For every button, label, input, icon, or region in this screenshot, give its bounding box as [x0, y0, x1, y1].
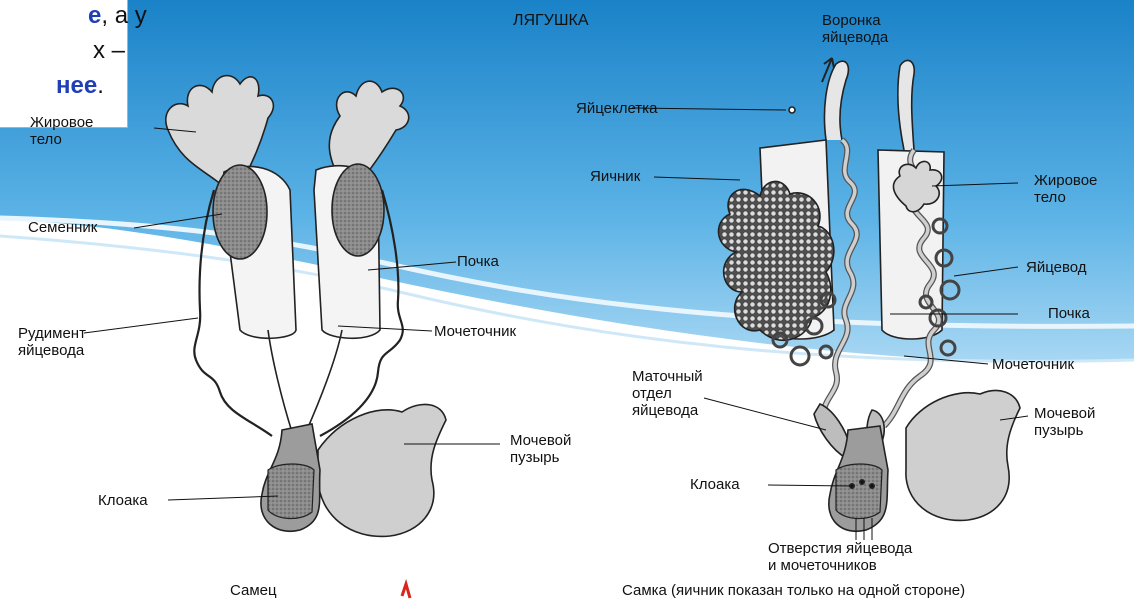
- male-label-kidney: Почка: [457, 253, 499, 270]
- female-bladder: [906, 390, 1020, 520]
- snippet-line1-dark: , а у: [101, 2, 146, 29]
- male-label-ureter: Мочеточник: [434, 323, 516, 340]
- female-label-ureter: Мочеточник: [992, 356, 1074, 373]
- snippet-line1-blue: е: [88, 2, 101, 29]
- snippet-line2-dark: х –: [93, 37, 125, 64]
- female-label-uterus: Маточный отдел яйцевода: [632, 368, 703, 419]
- diagram-title: ЛЯГУШКА: [513, 12, 589, 29]
- male-label-bladder: Мочевой пузырь: [510, 432, 571, 466]
- male-bladder: [318, 404, 446, 536]
- female-egg-cell: [789, 107, 795, 113]
- female-label-oviduct: Яйцевод: [1026, 259, 1087, 276]
- female-caption: Самка (яичник показан только на одной ст…: [622, 582, 965, 599]
- female-label-cloaca: Клоака: [690, 476, 740, 493]
- female-label-fat-body: Жировое тело: [1034, 172, 1097, 206]
- male-diagram: [166, 76, 446, 537]
- female-label-kidney: Почка: [1048, 305, 1090, 322]
- male-label-oviduct-rudiment: Рудимент яйцевода: [18, 325, 86, 359]
- red-accent-mark: [402, 584, 410, 598]
- female-label-bladder: Мочевой пузырь: [1034, 405, 1095, 439]
- female-label-ovary: Яичник: [590, 168, 640, 185]
- male-testis-right: [332, 164, 384, 256]
- male-label-testis: Семенник: [28, 219, 97, 236]
- male-testis-left: [213, 165, 267, 259]
- snippet-line3-blue: нее: [56, 72, 97, 99]
- snippet-line3-dark: .: [97, 72, 104, 99]
- male-caption: Самец: [230, 582, 277, 599]
- female-label-funnel: Воронка яйцевода: [822, 12, 888, 46]
- male-label-cloaca: Клоака: [98, 492, 148, 509]
- female-diagram: [719, 58, 1020, 531]
- slide-text-snippet: е, а у х – нее.: [0, 0, 128, 128]
- female-label-openings: Отверстия яйцевода и мочеточников: [768, 540, 912, 574]
- female-ovary: [719, 181, 834, 340]
- male-label-fat-body: Жировое тело: [30, 114, 93, 148]
- female-label-egg: Яйцеклетка: [576, 100, 657, 117]
